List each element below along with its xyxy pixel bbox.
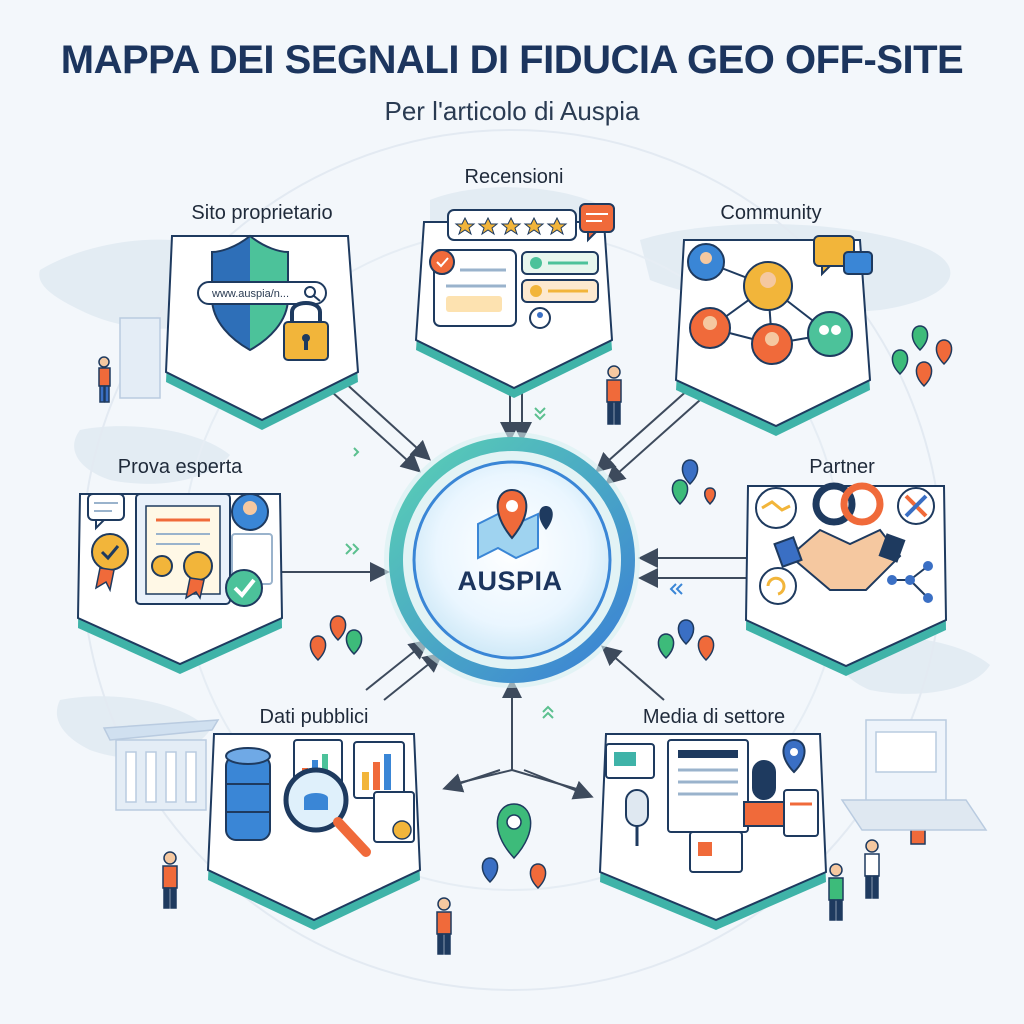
page-subtitle: Per l'articolo di Auspia [384, 96, 640, 126]
auspia-hub [384, 432, 640, 688]
url-text: www.auspia/n... [211, 288, 289, 300]
node-label-community: Community [720, 202, 822, 224]
panel-recensioni [414, 203, 615, 398]
panel-sito-proprietario: www.auspia/n... [164, 234, 360, 430]
panel-dati-pubblici [206, 733, 422, 930]
chevron-icons [345, 407, 554, 719]
panel-media-di-settore [598, 733, 828, 930]
node-label-recensioni: Recensioni [464, 166, 564, 188]
node-label-dati-pubblici: Dati pubblici [259, 706, 369, 728]
node-label-partner: Partner [809, 456, 875, 478]
page-title: MAPPA DEI SEGNALI DI FIDUCIA GEO OFF-SIT… [60, 38, 964, 82]
panel-community [674, 235, 873, 436]
decorative-buildings [102, 317, 988, 831]
panel-prova-esperta [76, 493, 284, 674]
node-label-sito-proprietario: Sito proprietario [191, 202, 333, 224]
connector-lines [282, 375, 746, 800]
panel-partner [744, 482, 948, 676]
node-label-prova-esperta: Prova esperta [117, 456, 243, 478]
node-label-media-di-settore: Media di settore [642, 706, 786, 728]
hub-label: AUSPIA [457, 566, 563, 596]
map-pins [309, 325, 953, 890]
